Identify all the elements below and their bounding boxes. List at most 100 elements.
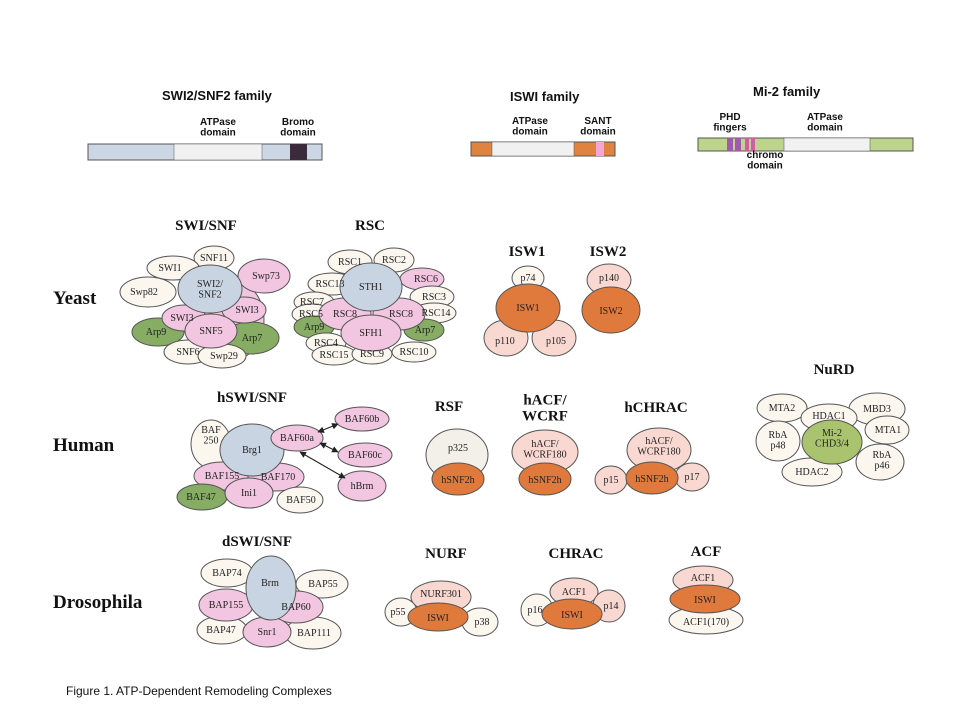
complex-title: RSF	[435, 399, 463, 415]
subunit-label: BAP155	[209, 600, 243, 611]
complex-title: SWI/SNF	[175, 218, 237, 234]
subunit-ellipse	[270, 424, 324, 452]
complex-swi-snf: SWI/SNF SNF11 SWI1 Swp73 Swp82 SWI2/SNF2…	[119, 218, 291, 369]
subunit-label: BAP111	[297, 628, 331, 639]
subunit-label: Snr1	[258, 627, 277, 638]
subunit-ellipse	[224, 477, 274, 509]
subunit-ellipse	[337, 470, 387, 502]
subunit-label: ISWI	[694, 595, 716, 606]
subunit-ellipse	[495, 283, 561, 333]
complex-title: dSWI/SNF	[222, 534, 292, 550]
subunit-label: Swp73	[252, 271, 280, 282]
subunit-label: BAP55	[308, 579, 337, 590]
family-title: ISWI family	[510, 89, 580, 104]
subunit-label: RSC5	[299, 309, 323, 320]
subunit-label: RSC8	[333, 309, 357, 320]
subunit-ellipse	[407, 602, 469, 632]
subunit-label: BAP60	[281, 602, 310, 613]
subunit-ellipse	[184, 313, 238, 349]
complex-title: RSC	[355, 218, 385, 234]
subunit-label: NURF301	[420, 589, 462, 600]
subunit-label: ISW1	[516, 303, 539, 314]
subunit-label: ACF1	[691, 573, 715, 584]
subunit-label: p105	[546, 336, 566, 347]
subunit-label: p16	[528, 605, 543, 616]
subunit-label: RSC1	[338, 257, 362, 268]
subunit-label: BAF60c	[348, 450, 382, 461]
subunit-ellipse	[864, 415, 910, 445]
chromo-domain-segment	[751, 138, 755, 151]
subunit-ellipse	[518, 462, 572, 496]
subunit-label: RSC8	[389, 309, 413, 320]
subunit-ellipse	[219, 423, 285, 477]
subunit-label: p15	[604, 475, 619, 486]
subunit-label: hSNF2h	[635, 474, 668, 485]
subunit-ellipse	[237, 258, 291, 294]
subunit-label: RSC13	[316, 279, 345, 290]
subunit-ellipse	[391, 341, 437, 363]
organism-label-yeast: Yeast	[53, 288, 97, 309]
subunit-label: Arp7	[415, 325, 436, 336]
subunit-label: hSNF2h	[528, 475, 561, 486]
subunit-label: BAF170	[261, 472, 295, 483]
subunit-label: BAF50	[286, 495, 315, 506]
subunit-ellipse	[276, 486, 324, 514]
complex-rsf: RSF p325 hSNF2h	[425, 399, 489, 496]
phd-finger-segment	[727, 138, 733, 151]
complex-title: NURF	[425, 546, 467, 562]
subunit-label: ISWI	[427, 613, 449, 624]
complex-title: hCHRAC	[624, 400, 687, 416]
complex-title: ISW1	[509, 244, 546, 260]
subunit-label: Brm	[261, 578, 279, 589]
subunit-label: RSC9	[360, 349, 384, 360]
subunit-ellipse	[431, 462, 485, 496]
subunit-label: BAF60a	[280, 433, 314, 444]
subunit-ellipse	[755, 420, 801, 462]
subunit-ellipse	[177, 264, 243, 314]
subunit-label: p38	[475, 617, 490, 628]
subunit-label: STH1	[359, 282, 383, 293]
subunit-label: hSNF2h	[441, 475, 474, 486]
subunit-label: Brg1	[242, 445, 262, 456]
subunit-label: ACF1	[562, 587, 586, 598]
subunit-label: RSC10	[400, 347, 429, 358]
complex-title: ACF	[691, 544, 722, 560]
subunit-label: Arp7	[242, 333, 263, 344]
subunit-label: Arp9	[146, 327, 167, 338]
subunit-ellipse	[339, 262, 403, 312]
subunit-label: MTA1	[875, 425, 901, 436]
complex-title: CHRAC	[549, 546, 604, 562]
subunit-label: p55	[391, 607, 406, 618]
subunit-label: ISWI	[561, 610, 583, 621]
complex-nurf: NURF NURF301 p55 ISWI p38	[384, 546, 499, 637]
exchange-arrow	[319, 442, 339, 453]
subunit-label: p110	[495, 336, 515, 347]
subunit-label: ACF1(170)	[683, 617, 729, 628]
subunit-label: RSC3	[422, 292, 446, 303]
exchange-arrow	[317, 423, 339, 433]
subunit-ellipse	[340, 314, 402, 352]
sant-domain-segment	[596, 142, 604, 156]
subunit-label: HDAC1	[812, 411, 845, 422]
complex-title: NuRD	[814, 362, 855, 378]
subunit-label: Swp29	[210, 351, 238, 362]
subunit-label: p325	[448, 443, 468, 454]
chromo-domain-segment	[745, 138, 749, 151]
complex-isw2: ISW2 p140 ISW2	[581, 244, 641, 334]
subunit-label: p17	[685, 472, 700, 483]
bromo-domain-segment	[290, 144, 307, 160]
subunit-label: Swp82	[130, 287, 158, 298]
subunit-label: BAF155	[205, 471, 239, 482]
subunit-label: SNF5	[199, 326, 222, 337]
